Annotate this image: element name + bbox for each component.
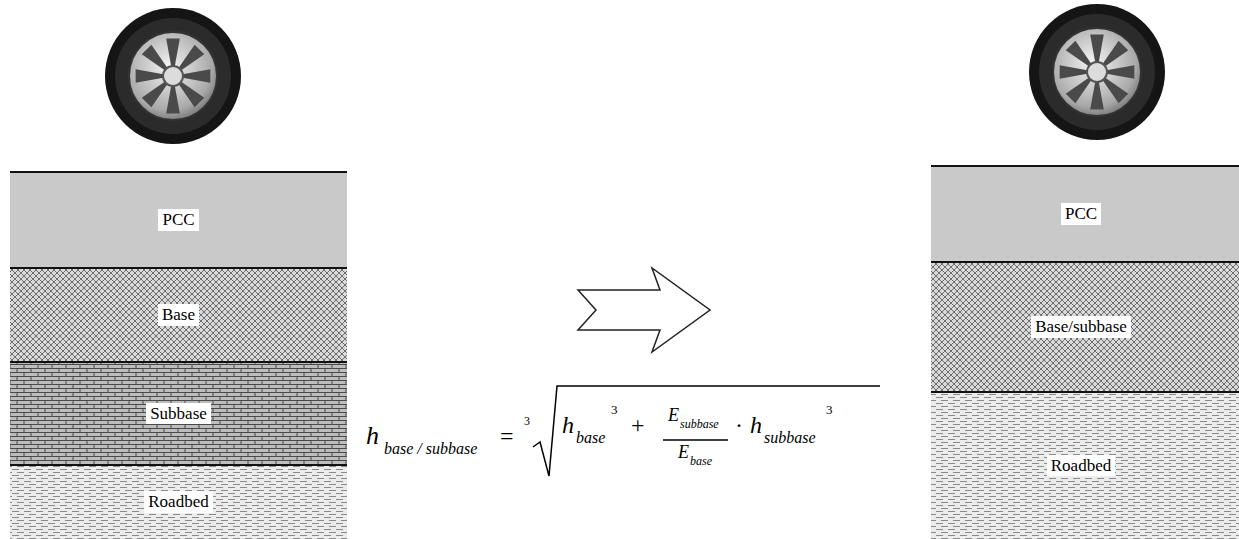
subbase-layer: Subbase — [10, 362, 347, 465]
formula-subscript: subbase — [680, 418, 719, 430]
base-layer: Base — [10, 268, 347, 362]
pcc-layer: PCC — [931, 166, 1231, 262]
roadbed-layer: Roadbed — [931, 392, 1231, 539]
formula-variable: E — [668, 406, 679, 424]
tire — [105, 8, 241, 144]
transform-arrow — [578, 268, 710, 352]
radical-sign — [533, 386, 880, 476]
layer-label: Base — [158, 304, 199, 326]
formula-operator: = — [500, 424, 514, 448]
layer-label: Base/subbase — [1031, 316, 1131, 338]
layer-label: PCC — [158, 209, 198, 231]
formula-subscript: base / subbase — [384, 441, 477, 457]
formula-root-index: 3 — [524, 415, 530, 427]
layer-label: Roadbed — [1047, 455, 1115, 477]
formula-subscript: base — [690, 455, 712, 467]
formula-variable: E — [678, 443, 689, 461]
pcc-layer: PCC — [10, 172, 347, 268]
tire — [1029, 4, 1165, 140]
base-subbase-layer: Base/subbase — [931, 262, 1231, 392]
formula-operator: · — [735, 413, 743, 437]
layer-label: PCC — [1061, 203, 1101, 225]
formula-variable: h — [750, 413, 762, 437]
formula-operator: + — [631, 413, 645, 437]
layer-label: Roadbed — [144, 491, 212, 513]
formula-variable: h — [562, 413, 574, 437]
formula-exponent: 3 — [826, 403, 833, 416]
formula-variable: h — [366, 423, 379, 449]
layer-label: Subbase — [146, 403, 211, 425]
roadbed-layer: Roadbed — [10, 465, 347, 539]
formula-exponent: 3 — [611, 403, 618, 416]
formula-subscript: subbase — [764, 430, 816, 446]
formula-subscript: base — [576, 430, 605, 446]
fraction-bar — [663, 439, 728, 440]
